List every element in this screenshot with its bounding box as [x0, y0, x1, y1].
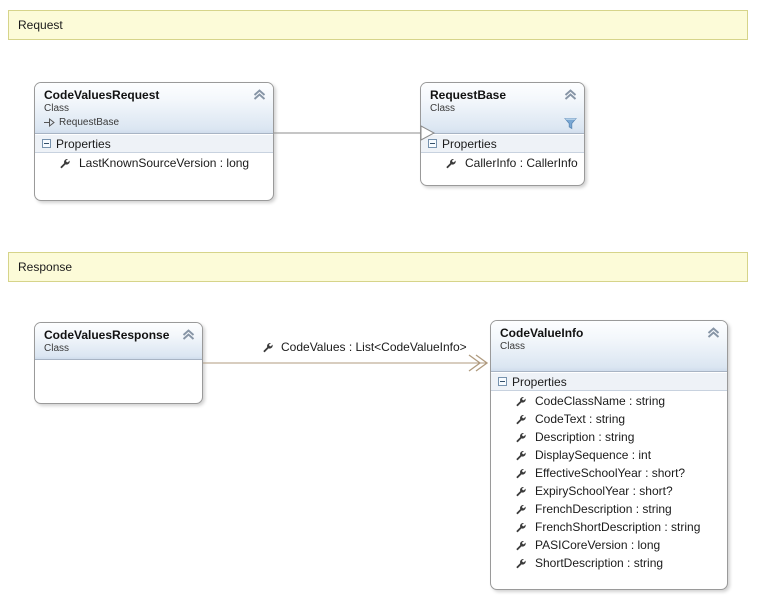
member-label: PASICoreVersion : long	[535, 538, 661, 552]
member-label: CodeClassName : string	[535, 394, 666, 408]
collapse-expander-icon[interactable]	[498, 377, 507, 386]
class-stereotype-request-base: Class	[430, 103, 456, 114]
section-label-request: Request	[18, 18, 63, 32]
class-title-code-values-request: CodeValuesRequest	[44, 88, 160, 102]
wrench-icon	[516, 468, 526, 478]
member-row[interactable]: DisplaySequence : int	[491, 446, 727, 464]
class-stereotype-code-value-info: Class	[500, 341, 526, 352]
inheritance-arrow-icon	[44, 118, 55, 127]
section-label-response: Response	[18, 260, 73, 274]
member-label: Description : string	[535, 430, 635, 444]
wrench-icon	[516, 558, 526, 568]
inheritance-connector[interactable]	[274, 125, 436, 141]
wrench-icon	[446, 158, 456, 168]
empty-compartment-code-values-response	[35, 360, 202, 394]
class-header-code-values-response[interactable]: CodeValuesResponse Class	[35, 323, 202, 360]
compartment-label-properties: Properties	[442, 136, 497, 151]
wrench-icon	[263, 342, 273, 352]
filter-funnel-icon[interactable]	[564, 117, 577, 130]
member-label: DisplaySequence : int	[535, 448, 652, 462]
wrench-icon	[516, 486, 526, 496]
member-row[interactable]: FrenchShortDescription : string	[491, 518, 727, 536]
chevron-up-icon[interactable]	[707, 327, 720, 339]
member-row[interactable]: LastKnownSourceVersion : long	[35, 154, 273, 172]
member-row[interactable]: ExpirySchoolYear : short?	[491, 482, 727, 500]
member-list-code-values-request: LastKnownSourceVersion : long	[35, 153, 273, 176]
association-label-text: CodeValues : List<CodeValueInfo>	[281, 340, 467, 354]
member-list-request-base: CallerInfo : CallerInfo	[421, 153, 584, 176]
association-label[interactable]: CodeValues : List<CodeValueInfo>	[262, 340, 467, 354]
member-label: CodeText : string	[535, 412, 626, 426]
wrench-icon	[516, 396, 526, 406]
member-row[interactable]: Description : string	[491, 428, 727, 446]
compartment-label-properties: Properties	[56, 136, 111, 151]
chevron-up-icon[interactable]	[253, 89, 266, 101]
wrench-icon	[516, 414, 526, 424]
wrench-icon	[516, 522, 526, 532]
chevron-up-icon[interactable]	[564, 89, 577, 101]
section-bar-request[interactable]: Request	[8, 10, 748, 40]
member-row[interactable]: CodeClassName : string	[491, 392, 727, 410]
class-base-code-values-request: RequestBase	[44, 116, 264, 129]
member-label: ShortDescription : string	[535, 556, 664, 570]
wrench-icon	[516, 504, 526, 514]
member-row[interactable]: ShortDescription : string	[491, 554, 727, 572]
member-label: LastKnownSourceVersion : long	[79, 156, 250, 170]
class-shape-code-values-request[interactable]: CodeValuesRequest Class RequestBase Prop…	[34, 82, 274, 201]
class-base-label-code-values-request: RequestBase	[59, 117, 120, 128]
member-row[interactable]: CallerInfo : CallerInfo	[421, 154, 584, 172]
compartment-header-properties-request-base[interactable]: Properties	[421, 134, 584, 153]
class-shape-code-value-info[interactable]: CodeValueInfo Class Properties CodeClass…	[490, 320, 728, 590]
class-title-request-base: RequestBase	[430, 88, 507, 102]
class-stereotype-code-values-response: Class	[44, 343, 70, 354]
compartment-label-properties: Properties	[512, 374, 567, 389]
class-stereotype-code-values-request: Class	[44, 103, 70, 114]
member-row[interactable]: PASICoreVersion : long	[491, 536, 727, 554]
chevron-up-icon[interactable]	[182, 329, 195, 341]
class-header-code-value-info[interactable]: CodeValueInfo Class	[491, 321, 727, 372]
class-shape-request-base[interactable]: RequestBase Class Properties CallerInfo …	[420, 82, 585, 186]
compartment-header-properties-code-values-request[interactable]: Properties	[35, 134, 273, 153]
member-label: FrenchShortDescription : string	[535, 520, 701, 534]
collapse-expander-icon[interactable]	[42, 139, 51, 148]
member-label: FrenchDescription : string	[535, 502, 672, 516]
member-label: ExpirySchoolYear : short?	[535, 484, 673, 498]
class-shape-code-values-response[interactable]: CodeValuesResponse Class	[34, 322, 203, 404]
class-title-code-value-info: CodeValueInfo	[500, 326, 584, 340]
collapse-expander-icon[interactable]	[428, 139, 437, 148]
class-header-spacer	[430, 115, 575, 129]
member-label: EffectiveSchoolYear : short?	[535, 466, 686, 480]
compartment-header-properties-code-value-info[interactable]: Properties	[491, 372, 727, 391]
class-header-request-base[interactable]: RequestBase Class	[421, 83, 584, 134]
member-row[interactable]: FrenchDescription : string	[491, 500, 727, 518]
wrench-icon	[60, 158, 70, 168]
wrench-icon	[516, 450, 526, 460]
wrench-icon	[516, 432, 526, 442]
class-header-spacer	[500, 353, 718, 367]
member-row[interactable]: CodeText : string	[491, 410, 727, 428]
class-title-code-values-response: CodeValuesResponse	[44, 328, 170, 342]
member-row[interactable]: EffectiveSchoolYear : short?	[491, 464, 727, 482]
member-label: CallerInfo : CallerInfo	[465, 156, 578, 170]
association-connector[interactable]	[203, 354, 489, 372]
wrench-icon	[516, 540, 526, 550]
section-bar-response[interactable]: Response	[8, 252, 748, 282]
class-header-code-values-request[interactable]: CodeValuesRequest Class RequestBase	[35, 83, 273, 134]
